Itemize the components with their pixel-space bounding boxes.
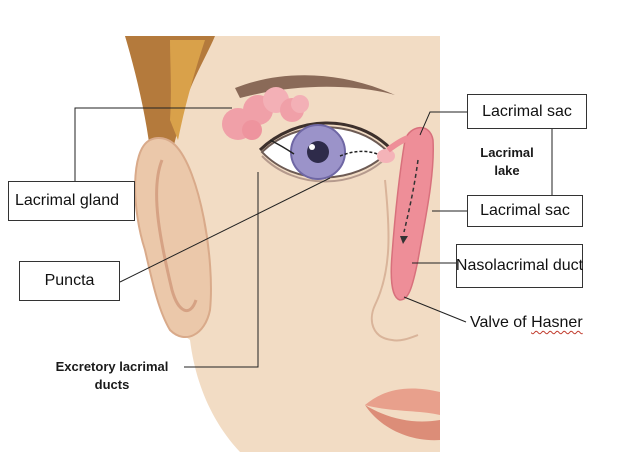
excretory-ducts-label: Excretory lacrimal ducts	[42, 358, 182, 394]
excretory-line2: ducts	[94, 377, 130, 392]
leader-valve-hasner	[403, 296, 467, 323]
lacrimal-sac-top-text: Lacrimal sac	[482, 102, 572, 120]
valve-of-hasner-label: Valve of Hasner	[470, 314, 583, 332]
tear-arrow-1	[269, 139, 295, 155]
duct-arrow	[403, 159, 419, 233]
valve-name-text: Hasner	[531, 314, 583, 331]
puncta-text: Puncta	[44, 272, 95, 289]
ear-inner	[155, 159, 198, 313]
leader-lacrimal-sac-top	[419, 111, 468, 136]
lacrimal-sac-top-label: Lacrimal sac	[467, 94, 587, 129]
lacrimal-sac-shape	[390, 126, 435, 301]
upper-lip	[365, 388, 440, 415]
nasolacrimal-duct-label: Nasolacrimal duct	[456, 244, 583, 288]
eyelash-upper	[258, 121, 394, 152]
tear-arrow-2	[339, 150, 381, 157]
ear	[134, 136, 212, 339]
eyebrow	[235, 75, 395, 98]
eye-highlight	[309, 144, 315, 150]
lacrimal-gland-label: Lacrimal gland	[8, 181, 135, 221]
lacrimal-gland-text: Lacrimal gland	[15, 192, 120, 209]
lacrimal-lake-line2: lake	[494, 163, 520, 178]
leader-excretory-ducts	[184, 172, 259, 368]
puncta-label: Puncta	[19, 261, 120, 301]
lacrimal-lake-label: Lacrimal lake	[467, 144, 547, 180]
valve-prefix-text: Valve of	[470, 314, 532, 331]
lacrimal-sac-mid-text: Lacrimal sac	[480, 202, 570, 219]
duct-arrowhead	[400, 236, 408, 244]
lacrimal-sac-mid-label: Lacrimal sac	[467, 195, 583, 227]
lacrimal-lake-line1: Lacrimal	[480, 145, 534, 160]
lacrimal-lake-shape	[377, 149, 395, 163]
leader-puncta	[119, 177, 331, 283]
lacrimal-gland-shape	[222, 87, 309, 140]
lower-lip	[365, 405, 440, 441]
hair-highlight	[170, 40, 205, 140]
pupil	[307, 141, 329, 163]
excretory-line1: Excretory lacrimal	[55, 359, 169, 374]
leader-lacrimal-gland	[74, 107, 232, 188]
canaliculus	[386, 135, 410, 153]
eyelash-lower	[261, 155, 389, 183]
nasolacrimal-duct-text: Nasolacrimal duct	[455, 257, 584, 274]
nose-bridge	[370, 179, 419, 342]
